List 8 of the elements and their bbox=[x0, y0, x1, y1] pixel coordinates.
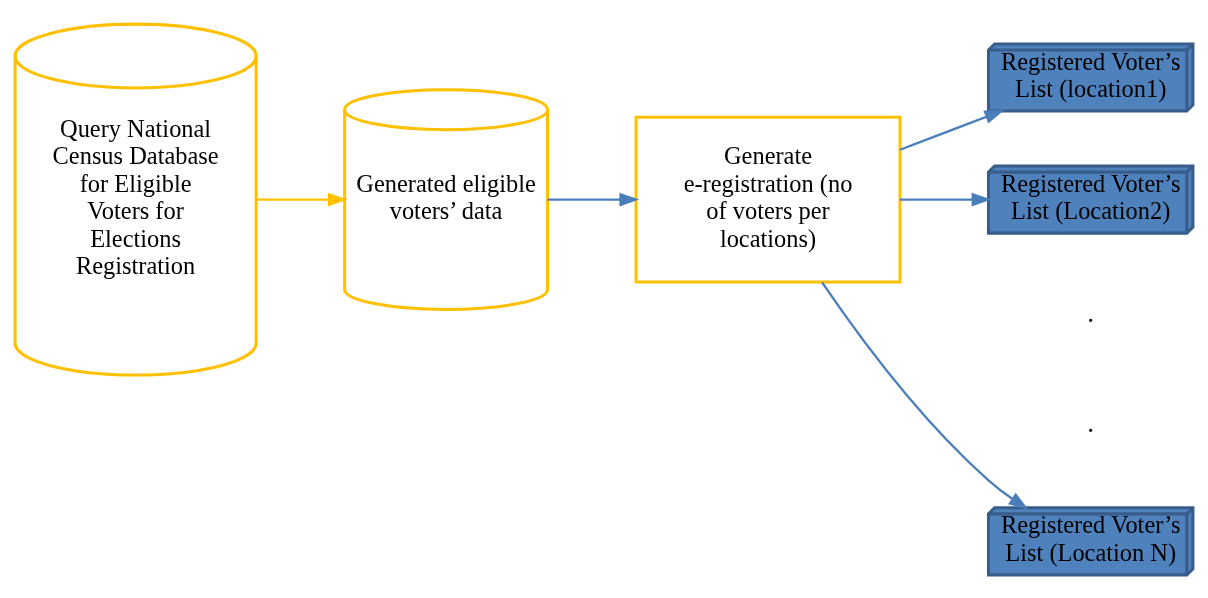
label: . bbox=[1087, 297, 1095, 328]
arrow bbox=[821, 281, 1029, 509]
arrow bbox=[256, 192, 348, 206]
label: . bbox=[1087, 407, 1095, 438]
arrow bbox=[547, 192, 640, 206]
arrow bbox=[900, 192, 992, 206]
node-box: Generate e-registration (no of voters per locations) bbox=[634, 115, 902, 283]
arrow bbox=[899, 109, 1005, 151]
